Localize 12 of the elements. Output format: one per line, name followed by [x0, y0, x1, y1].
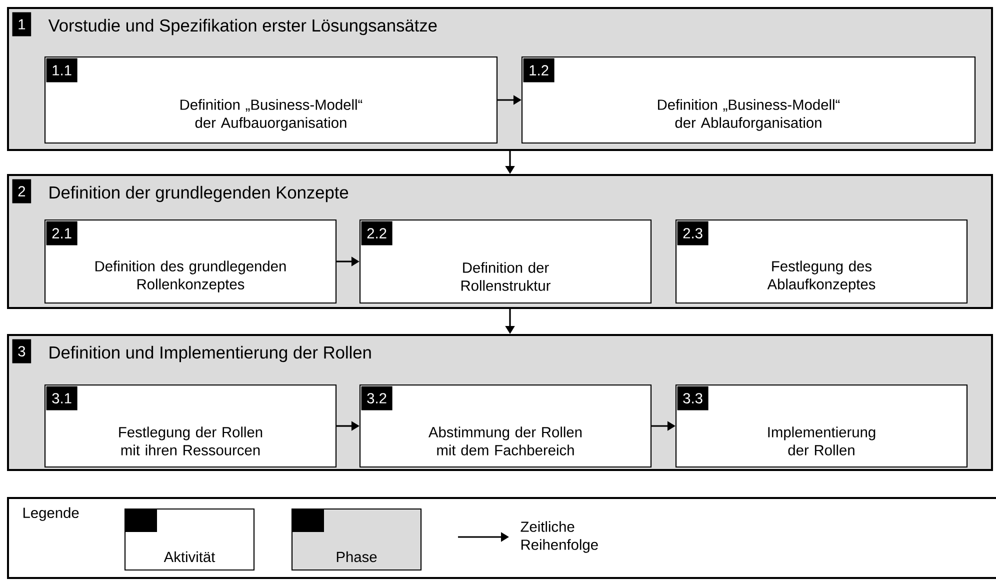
legend-text: Zeitliche Reihenfolge [520, 521, 598, 553]
activity-box: 3.1 Festlegung der Rollen mit ihren Ressourcen [44, 384, 337, 468]
activity-box: 2.1 Definition des grundlegenden Rollenkonzeptes [44, 219, 337, 304]
activity-box: 2.2 Definition der Rollenstruktur [359, 219, 652, 304]
activity-box: 3.3 Implementierung der Rollen [675, 384, 968, 468]
legend-sample: Aktivität [124, 508, 255, 571]
legend-sample: Phase [291, 508, 422, 571]
legend-title: Legende [23, 507, 79, 521]
activity-box: 1.1 Definition „Business-Modell“ der Aufbauorganisation [44, 56, 498, 144]
activity-box: 3.2 Abstimmung der Rollen mit dem Fachbereich [359, 384, 652, 468]
activity-box: 1.2 Definition „Business-Modell“ der Ablauforganisation [521, 56, 976, 144]
activity-box: 2.3 Festlegung des Ablaufkonzeptes [675, 219, 968, 304]
